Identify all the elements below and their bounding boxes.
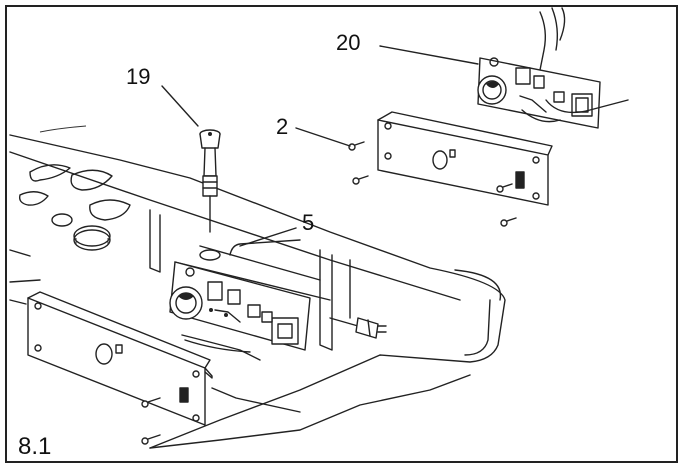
lower-side-panel (27, 291, 213, 445)
exploded-side-panel (348, 111, 553, 227)
callout-5: 5 (302, 210, 314, 235)
exploded-control-board (477, 7, 629, 129)
power-cord-plug (329, 317, 387, 339)
callout-2: 2 (276, 114, 288, 139)
callout-20: 20 (336, 30, 360, 55)
knob-assembly (199, 129, 221, 233)
callout-19: 19 (126, 64, 150, 89)
heater-housing (9, 125, 506, 449)
leader-lines (161, 45, 479, 247)
figure-label: 8.1 (18, 433, 51, 460)
installed-control-board (169, 261, 311, 361)
